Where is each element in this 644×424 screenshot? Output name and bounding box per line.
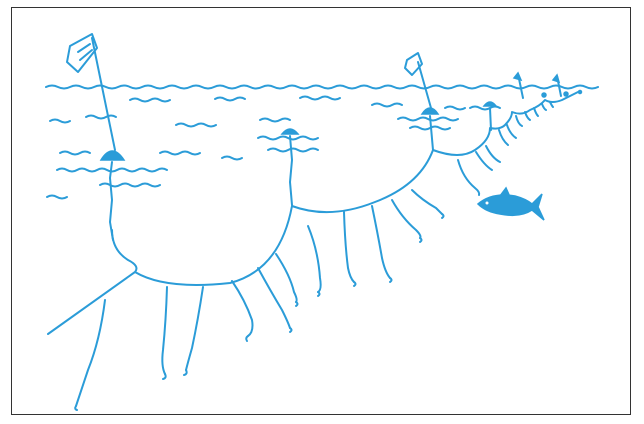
buoy-icon — [484, 102, 496, 106]
sea-surface-line — [46, 86, 598, 89]
flag-icon — [67, 34, 115, 150]
flag-icon — [405, 53, 431, 108]
flag-icon — [514, 73, 523, 98]
branch-lines — [76, 102, 553, 406]
float-lines — [110, 108, 491, 240]
buoy-icon — [101, 151, 124, 160]
tuna-fish-icon — [478, 188, 544, 220]
buoy-icon — [422, 108, 438, 114]
hooks — [75, 214, 443, 410]
buoy-icon — [282, 129, 298, 134]
